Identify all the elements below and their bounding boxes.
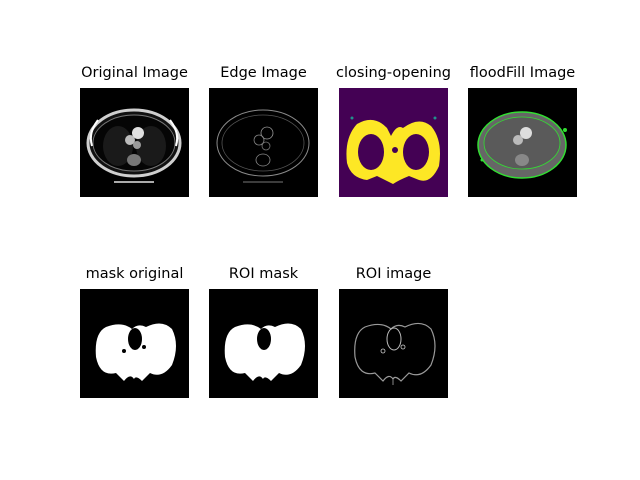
- panel-title: Edge Image: [220, 65, 307, 81]
- panel-title: closing-opening: [336, 65, 451, 81]
- panel-title: ROI mask: [228, 266, 299, 282]
- panel-title: floodFill Image: [469, 65, 576, 81]
- closing-opening-image: [339, 88, 448, 197]
- roi-image: [339, 289, 448, 398]
- panel-title: Original Image: [81, 65, 188, 81]
- panel-title: ROI image: [355, 266, 432, 282]
- floodfill-image: [468, 88, 577, 197]
- panel-title: mask original: [85, 266, 184, 282]
- original-ct-image: [80, 88, 189, 197]
- edge-image: [209, 88, 318, 197]
- mask-original-image: [80, 289, 189, 398]
- roi-mask-image: [209, 289, 318, 398]
